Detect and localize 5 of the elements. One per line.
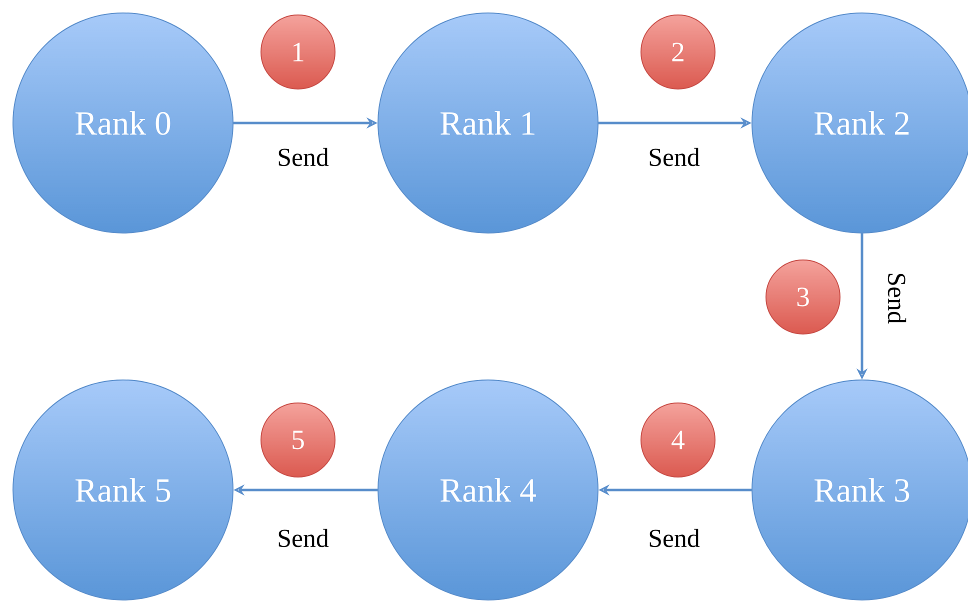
edge-label: Send	[647, 528, 701, 548]
edge-label: Send	[647, 146, 701, 168]
edge-label: Send	[276, 146, 330, 168]
edge-label: Send	[276, 528, 330, 548]
edge-label: Send	[886, 271, 908, 325]
